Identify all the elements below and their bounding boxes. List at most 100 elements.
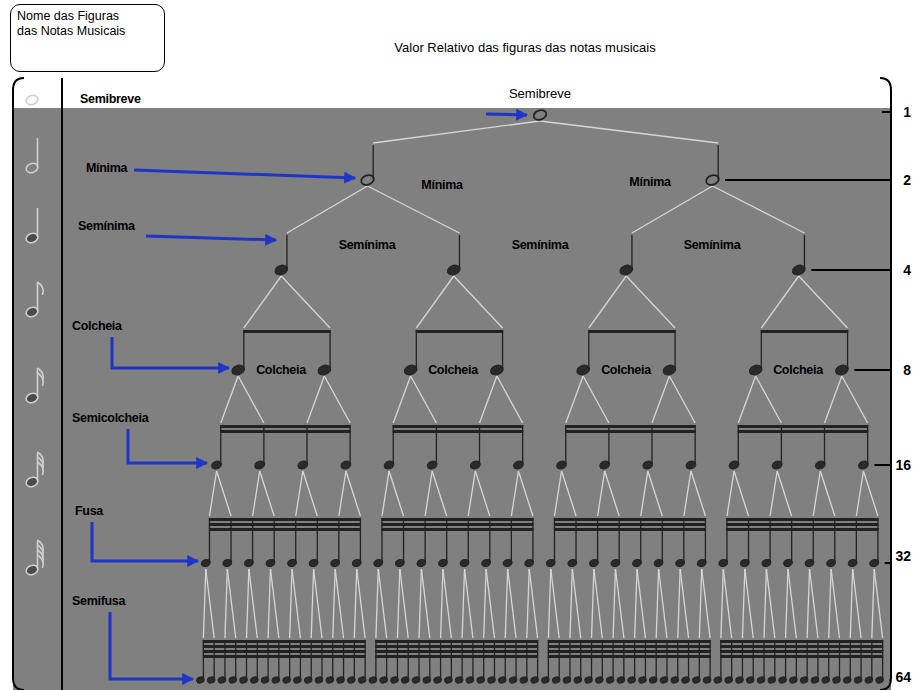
note-stem [243, 330, 244, 369]
tree-line [244, 276, 281, 328]
tree-line [324, 376, 350, 423]
figure-symbol-stem [37, 138, 39, 167]
tree-line [761, 276, 798, 328]
tree-line [594, 569, 602, 638]
note-stem [847, 330, 848, 369]
note-beam [738, 425, 869, 428]
tree-line [656, 569, 658, 638]
blue-arrow [146, 236, 276, 240]
figure-name: Semibreve [80, 92, 141, 106]
tree-line [421, 569, 429, 638]
tree-line [764, 569, 766, 638]
tree-line [669, 376, 695, 423]
tree-line [287, 186, 368, 233]
blue-arrow [110, 612, 193, 679]
note-beam [375, 655, 538, 658]
figure-name: Semicolcheia [72, 411, 148, 425]
note-beam [565, 425, 696, 428]
note-beam [548, 645, 711, 648]
tree-line [723, 569, 731, 638]
tree-line [203, 569, 205, 638]
tree-line [416, 276, 453, 328]
diagram-title: Valor Relativo das figuras das notas mus… [394, 41, 655, 56]
tree-line [486, 569, 494, 638]
tree-line [357, 569, 365, 638]
tree-line [376, 569, 378, 638]
figure-name: Semifusa [72, 594, 125, 608]
tree-line [551, 569, 559, 638]
tree-line [648, 471, 662, 516]
figure-symbol-flag [38, 282, 44, 295]
notes-group [25, 94, 891, 684]
tree-line [354, 569, 356, 638]
tree-line [443, 569, 451, 638]
tree-line [253, 471, 260, 516]
tree-line [462, 569, 464, 638]
figure-name: Semibreve [509, 87, 571, 102]
note-stem [804, 235, 805, 269]
tree-line [225, 569, 227, 638]
relative-value: 1 [903, 104, 911, 120]
tree-line [598, 471, 605, 516]
note-beam [203, 650, 366, 653]
figure-name: Colcheia [598, 363, 654, 377]
tree-line [468, 471, 475, 516]
note-beam [565, 430, 696, 433]
header-text: Nome das Figuras das Notas Musicais [11, 5, 143, 43]
figure-name: Mínima [86, 161, 127, 175]
value-tick [811, 269, 891, 271]
right-bracket [880, 78, 891, 690]
blue-arrow [112, 337, 229, 368]
tree-line [333, 569, 335, 638]
tree-line [807, 569, 809, 638]
tree-line [874, 569, 882, 638]
tree-line [820, 471, 834, 516]
figure-name: Semínima [336, 238, 399, 252]
header-box: Nome das Figuras das Notas Musicais [10, 4, 165, 72]
tree-line [699, 569, 701, 638]
note-beam [416, 330, 503, 333]
note-beam [720, 640, 883, 643]
tree-line [411, 376, 437, 423]
note-stem [718, 145, 719, 179]
tree-line [540, 121, 718, 143]
grey-ground [13, 108, 891, 690]
note-beam [393, 425, 524, 428]
tree-line [432, 471, 446, 516]
figure-symbol-flag [38, 555, 44, 568]
figure-name: Colcheia [770, 363, 826, 377]
note-beam [381, 528, 533, 531]
tree-line [389, 471, 403, 516]
tree-line [307, 376, 324, 423]
tree-line [518, 471, 532, 516]
tree-line [770, 471, 777, 516]
tree-line [292, 569, 300, 638]
note-beam [203, 645, 366, 648]
relative-value: 4 [903, 262, 911, 278]
note-beam [548, 650, 711, 653]
relative-value: 8 [903, 362, 911, 378]
tree-line [678, 569, 680, 638]
note-stem [588, 330, 589, 369]
tree-line [527, 569, 529, 638]
tree-line [799, 276, 848, 328]
note-beam [726, 518, 878, 521]
tree-line [238, 376, 264, 423]
tree-line [419, 569, 421, 638]
tree-line [626, 276, 675, 328]
note-stem [761, 330, 762, 369]
value-tick [882, 111, 891, 113]
tree-line [335, 569, 343, 638]
note-beam [738, 430, 869, 433]
tree-line [641, 471, 648, 516]
tree-line [570, 569, 572, 638]
note-beam [761, 330, 848, 333]
note-beam [548, 655, 711, 658]
tree-line [382, 471, 389, 516]
note-beam [203, 655, 366, 658]
tree-line [613, 569, 615, 638]
tree-line [465, 569, 473, 638]
note-stem [329, 330, 330, 369]
tree-line [511, 471, 518, 516]
